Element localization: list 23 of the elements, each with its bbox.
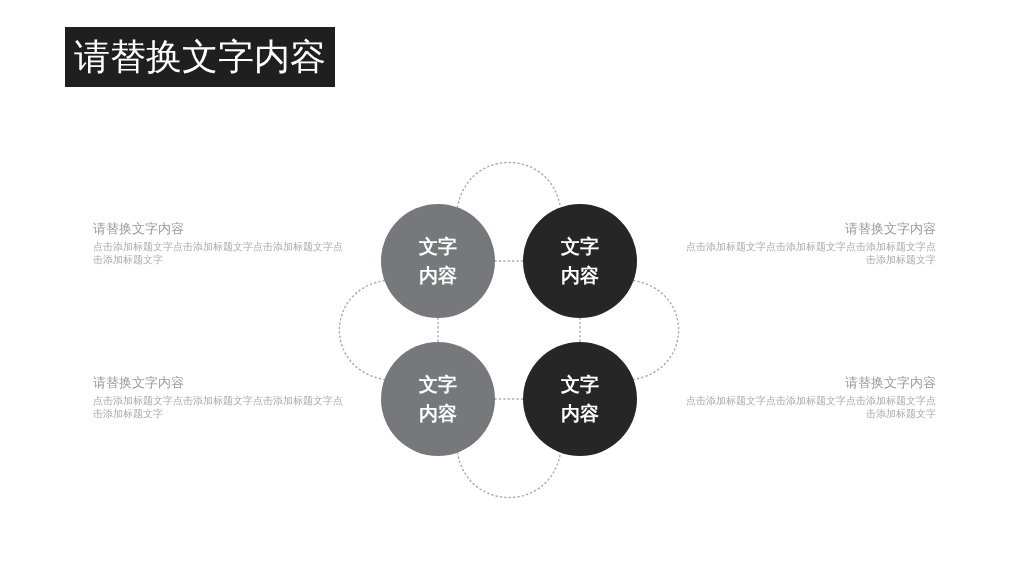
dotted-line	[437, 317, 439, 343]
dotted-arc	[456, 161, 562, 209]
circle	[381, 342, 495, 456]
dotted-arc	[456, 451, 562, 499]
item-description: 点击添加标题文字点击添加标题文字点击添加标题文字点击添加标题文字	[686, 394, 936, 420]
dotted-arc	[632, 279, 680, 381]
circle	[381, 204, 495, 318]
item-description: 点击添加标题文字点击添加标题文字点击添加标题文字点击添加标题文字	[93, 240, 343, 266]
item-heading: 请替换文字内容	[844, 374, 936, 391]
circle-label: 文字内容	[560, 234, 600, 288]
item-description: 点击添加标题文字点击添加标题文字点击添加标题文字点击添加标题文字	[93, 394, 343, 420]
circle-label: 文字内容	[418, 372, 458, 426]
dotted-line	[579, 317, 581, 343]
item-heading: 请替换文字内容	[93, 220, 185, 237]
circle-label: 文字内容	[418, 234, 458, 288]
title-banner: 请替换文字内容	[65, 27, 335, 87]
circle-label: 文字内容	[560, 372, 600, 426]
item-heading: 请替换文字内容	[93, 374, 185, 391]
item-heading: 请替换文字内容	[844, 220, 936, 237]
circle	[523, 204, 637, 318]
item-description: 点击添加标题文字点击添加标题文字点击添加标题文字点击添加标题文字	[686, 240, 936, 266]
dotted-arc	[338, 279, 386, 381]
circle	[523, 342, 637, 456]
